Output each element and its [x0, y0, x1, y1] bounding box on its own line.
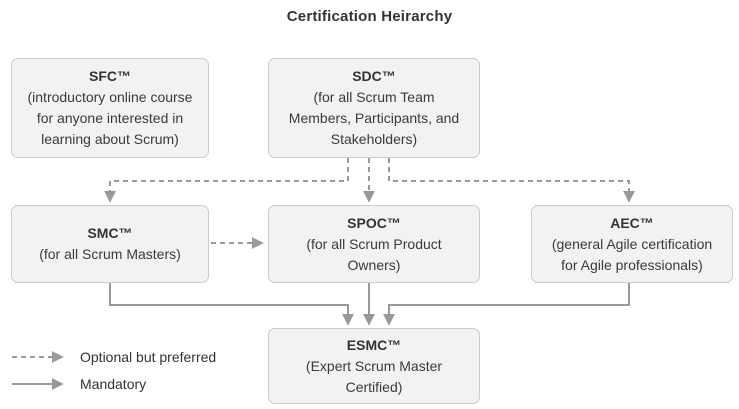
node-spoc-description: (for all Scrum Product Owners): [306, 235, 442, 273]
connector-aec-to-esmc-solid: [383, 283, 630, 326]
node-esmc-title: ESMC™: [346, 336, 402, 353]
node-sfc: SFC™ (introductory online course for any…: [11, 58, 209, 158]
node-spoc-title: SPOC™: [347, 214, 401, 231]
node-sfc-title: SFC™: [89, 68, 131, 84]
connector-sdc-to-aec-dashed: [388, 158, 635, 203]
node-aec-title: AEC™: [610, 214, 654, 231]
node-sdc-title: SDC™: [352, 68, 396, 84]
node-smc-description: (for all Scrum Masters): [39, 246, 181, 262]
diagram-title: Certification Heirarchy: [286, 8, 453, 25]
node-spoc: SPOC™ (for all Scrum Product Owners): [268, 205, 480, 283]
connector-sdc-to-smc-dashed: [104, 158, 349, 203]
node-smc: SMC™ (for all Scrum Masters): [11, 205, 209, 283]
node-aec-description: (general Agile certification for Agile p…: [551, 235, 713, 273]
node-esmc-description: (Expert Scrum Master Certified): [305, 357, 443, 395]
node-smc-title: SMC™: [87, 225, 133, 241]
legend-optional-label: Optional but preferred: [80, 349, 217, 365]
node-esmc: ESMC™ (Expert Scrum Master Certified): [268, 328, 480, 404]
node-sdc: SDC™ (for all Scrum Team Members, Partic…: [268, 58, 480, 158]
node-aec: AEC™ (general Agile certification for Ag…: [531, 205, 733, 283]
legend-mandatory-label: Mandatory: [80, 376, 147, 392]
node-sdc-description: (for all Scrum Team Members, Participant…: [288, 89, 460, 147]
connector-smc-to-esmc-solid: [109, 283, 354, 326]
node-sfc-description: (introductory online course for anyone i…: [27, 89, 193, 147]
